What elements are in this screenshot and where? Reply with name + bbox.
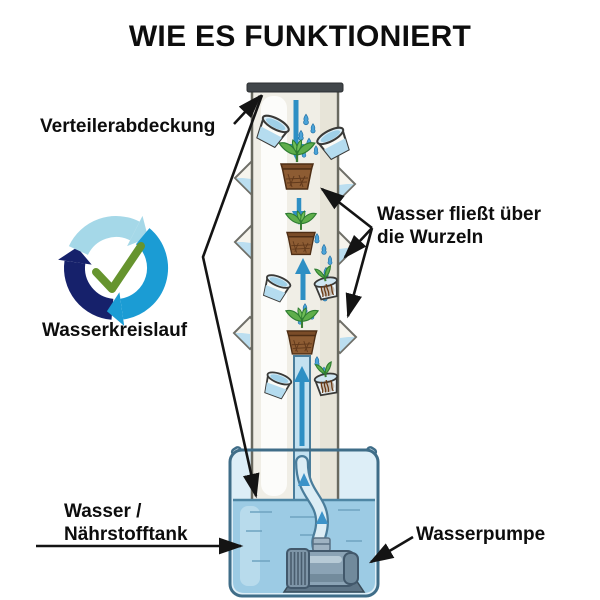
plant-pot [286,231,316,256]
arrow-water-flow-1 [320,187,373,230]
water-pump [282,537,366,593]
plant-pot [280,163,314,190]
arrow-water-cycle-path [201,94,264,499]
label-water-flow-line1: Wasser fließt über [377,204,542,225]
arrow-distributor-cover [233,94,262,125]
label-nutrient-tank: Wasser / Nährstofftank [64,501,188,547]
arrow-water-flow-3 [345,227,374,319]
distributor-cap [246,82,344,93]
water-cycle-icon [58,215,169,326]
label-nutrient-tank-line2: Nährstofftank [64,523,188,545]
grow-tower [233,82,357,504]
pump-end-cap [343,552,359,585]
tank-outline [228,448,380,598]
plant-pot [286,330,318,355]
label-water-flow-line2: die Wurzeln [377,226,484,248]
arrow-water-flow-2 [343,227,373,259]
pump-intake-grille [286,548,310,589]
page-title: WIE ES FUNKTIONIERT [128,20,472,53]
upward-flow-arrow [294,366,310,446]
label-water-flow: Wasser fließt über die Wurzeln [377,204,541,250]
upward-flow-arrow [295,258,311,300]
label-water-cycle: Wasserkreislauf [42,320,188,341]
label-nutrient-tank-line1: Wasser / [64,501,142,522]
arrow-pump [368,535,414,564]
label-water-pump: Wasserpumpe [416,524,546,545]
annotation-arrows [36,94,414,564]
checkmark-icon [92,242,145,293]
label-distributor-cover: Verteilerabdeckung [40,116,216,137]
